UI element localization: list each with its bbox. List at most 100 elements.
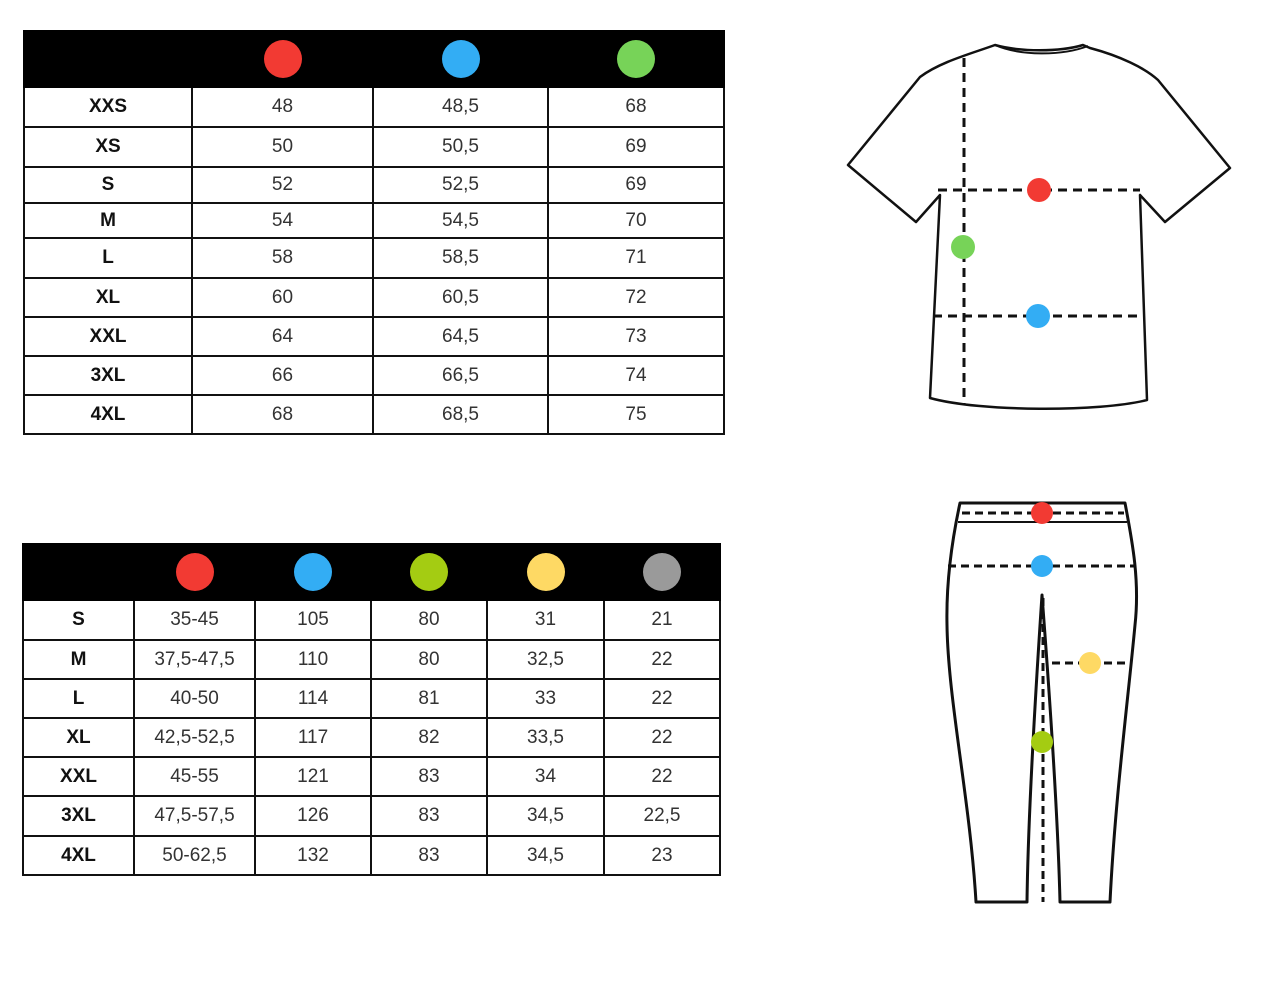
yellow-marker-dot	[526, 553, 565, 591]
thigh-marker-dot	[1079, 652, 1101, 674]
tshirt-table-header	[23, 30, 725, 88]
measurement-cell: 68,5	[372, 394, 549, 435]
red-marker-dot	[263, 40, 302, 78]
measurement-cell: 34	[486, 756, 605, 797]
red-marker-dot	[175, 553, 214, 591]
measurement-cell: 52,5	[372, 166, 549, 204]
size-label: XXL	[23, 316, 193, 357]
measurement-cell: 22	[603, 756, 721, 797]
size-label: M	[23, 202, 193, 239]
measurement-cell: 50-62,5	[133, 835, 256, 876]
measurement-cell: 80	[370, 639, 488, 680]
measurement-cell: 52	[191, 166, 374, 204]
size-label: XL	[22, 717, 135, 758]
measurement-cell: 54	[191, 202, 374, 239]
measurement-cell: 31	[486, 599, 605, 641]
measurement-cell: 69	[547, 166, 725, 204]
measurement-cell: 50	[191, 126, 374, 168]
measurement-cell: 81	[370, 678, 488, 719]
measurement-cell: 80	[370, 599, 488, 641]
measurement-cell: 117	[254, 717, 372, 758]
measurement-cell: 34,5	[486, 795, 605, 837]
size-label: L	[22, 678, 135, 719]
measurement-cell: 32,5	[486, 639, 605, 680]
measurement-cell: 66	[191, 355, 374, 396]
size-label: M	[22, 639, 135, 680]
measurement-cell: 50,5	[372, 126, 549, 168]
measurement-cell: 126	[254, 795, 372, 837]
measurement-cell: 69	[547, 126, 725, 168]
measurement-cell: 68	[191, 394, 374, 435]
measurement-cell: 45-55	[133, 756, 256, 797]
size-label: 3XL	[22, 795, 135, 837]
measurement-cell: 83	[370, 835, 488, 876]
tshirt-measurement-diagram	[846, 43, 1232, 411]
size-label: S	[23, 166, 193, 204]
lime-marker-dot	[410, 553, 448, 591]
size-label: XXL	[22, 756, 135, 797]
measurement-cell: 83	[370, 795, 488, 837]
measurement-cell: 114	[254, 678, 372, 719]
measurement-cell: 34,5	[486, 835, 605, 876]
measurement-cell: 72	[547, 277, 725, 318]
green-marker-dot	[617, 40, 655, 78]
measurement-cell: 22	[603, 717, 721, 758]
measurement-cell: 66,5	[372, 355, 549, 396]
measurement-cell: 48	[191, 86, 374, 128]
tshirt-outline	[846, 43, 1232, 411]
measurement-cell: 48,5	[372, 86, 549, 128]
measurement-cell: 70	[547, 202, 725, 239]
measurement-cell: 121	[254, 756, 372, 797]
pants-measurement-diagram	[945, 501, 1139, 904]
measurement-cell: 73	[547, 316, 725, 357]
measurement-cell: 82	[370, 717, 488, 758]
pants-table-header	[22, 543, 721, 601]
blue-marker-dot	[294, 553, 332, 591]
measurement-cell: 68	[547, 86, 725, 128]
measurement-cell: 47,5-57,5	[133, 795, 256, 837]
measurement-cell: 22	[603, 678, 721, 719]
header-empty-cell	[23, 30, 193, 88]
hip-marker-dot	[1031, 555, 1053, 577]
length-marker-dot	[951, 235, 975, 259]
inseam-marker-dot	[1031, 731, 1053, 753]
measurement-cell: 71	[547, 237, 725, 279]
hem-marker-dot	[1026, 304, 1050, 328]
size-label: S	[22, 599, 135, 641]
size-label: XS	[23, 126, 193, 168]
gray-marker-dot	[643, 553, 681, 591]
measurement-cell: 74	[547, 355, 725, 396]
measurement-cell: 58	[191, 237, 374, 279]
measurement-cell: 64	[191, 316, 374, 357]
measurement-cell: 60,5	[372, 277, 549, 318]
size-label: 3XL	[23, 355, 193, 396]
size-label: XL	[23, 277, 193, 318]
blue-marker-dot	[441, 40, 480, 78]
size-label: L	[23, 237, 193, 279]
measurement-cell: 21	[603, 599, 721, 641]
measurement-cell: 54,5	[372, 202, 549, 239]
measurement-cell: 33,5	[486, 717, 605, 758]
pants-outline	[945, 501, 1139, 904]
measurement-cell: 40-50	[133, 678, 256, 719]
chest-marker-dot	[1027, 178, 1051, 202]
measurement-cell: 64,5	[372, 316, 549, 357]
measurement-cell: 60	[191, 277, 374, 318]
measurement-cell: 132	[254, 835, 372, 876]
